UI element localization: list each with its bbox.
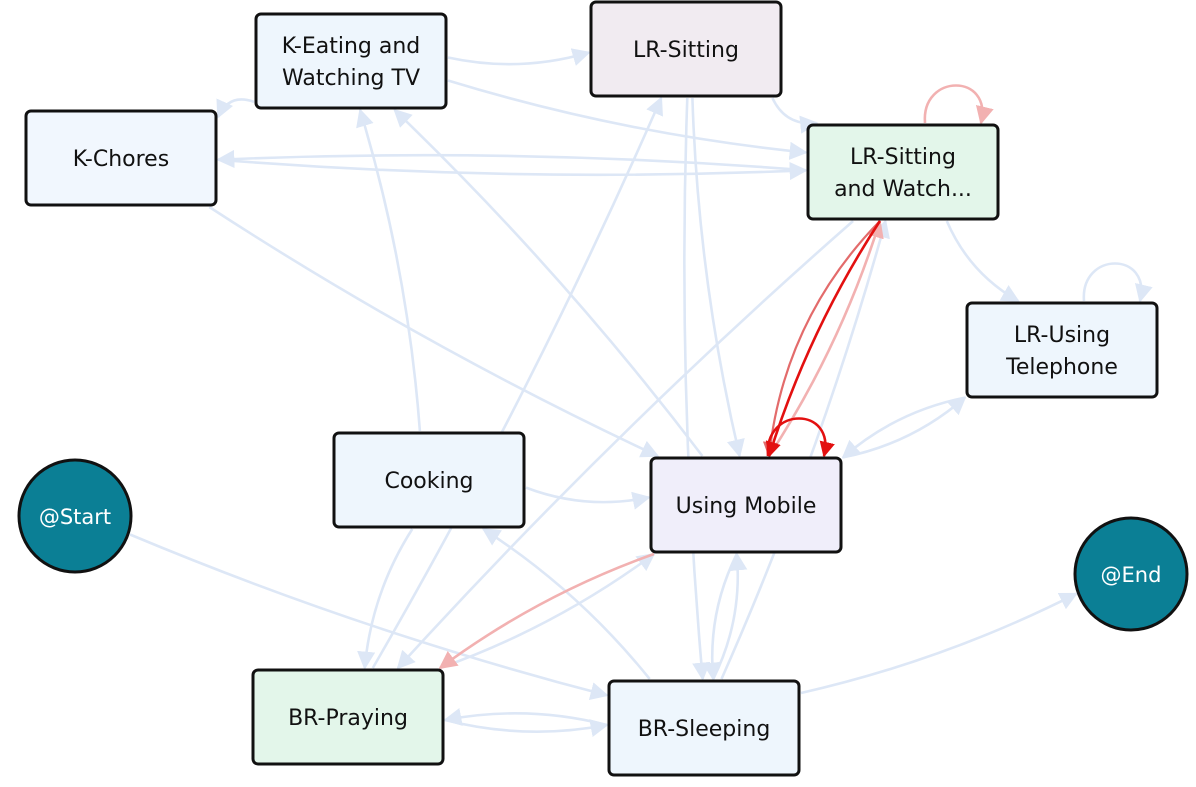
- edge-k_chores-to-using_mobile: [208, 205, 660, 458]
- node-using-mobile[interactable]: Using Mobile: [649, 456, 843, 554]
- k_chores-box: [24, 109, 218, 207]
- edge-lr_sitting-to-br_sleeping: [683, 97, 711, 681]
- edge-cooking-to-br_praying: [357, 528, 414, 670]
- lr_sitting-box: [589, 0, 783, 98]
- lr_sitting-label-line: LR-Sitting: [633, 38, 739, 63]
- edge-br_praying-to-br_sleeping: [444, 718, 609, 737]
- edge-br_sleeping-to-using_mobile: [712, 552, 748, 680]
- edge-k_eating-to-k_chores: [216, 98, 255, 119]
- k_chores-label-line: K-Chores: [73, 147, 169, 172]
- node-cooking[interactable]: Cooking: [332, 431, 526, 529]
- lr_telephone-label-line: Telephone: [1005, 355, 1118, 380]
- node-end[interactable]: @End: [1073, 516, 1189, 632]
- br_sleeping-box: [607, 679, 801, 777]
- edge-lr_sitting_watch-to-lr_sitting_watch: [923, 84, 994, 125]
- using_mobile-box: [649, 456, 843, 554]
- edge-lr_telephone-to-using_mobile: [841, 396, 966, 459]
- edge-k_chores-to-lr_sitting_watch: [217, 158, 808, 181]
- node-k-chores[interactable]: K-Chores: [24, 109, 218, 207]
- edge-br_praying-to-using_mobile: [439, 552, 656, 670]
- end-label: @End: [1101, 563, 1162, 587]
- cooking-label-line: Cooking: [384, 469, 473, 494]
- edge-lr_sitting_watch-to-using_mobile: [762, 220, 881, 458]
- edge-using_mobile-to-br_praying: [438, 552, 655, 670]
- br_praying-box: [251, 668, 445, 766]
- using_mobile-label-line: Using Mobile: [676, 494, 817, 519]
- edge-lr_sitting-to-using_mobile: [691, 97, 745, 458]
- edge-br_sleeping-to-cooking: [481, 527, 651, 680]
- k_eating-box: [254, 12, 448, 110]
- edge-br_sleeping-to-br_praying: [443, 708, 608, 727]
- start-label: @Start: [39, 505, 111, 529]
- edge-using_mobile-to-using_mobile: [766, 417, 835, 458]
- lr_sitting_watch-label-line: and Watch...: [834, 177, 972, 202]
- lr_telephone-box: [965, 301, 1159, 399]
- k_eating-label-line: K-Eating and: [282, 34, 420, 59]
- edge-k_eating-to-lr_sitting: [447, 48, 591, 66]
- br_praying-label-line: BR-Praying: [288, 706, 408, 731]
- lr_sitting_watch-label-line: LR-Sitting: [850, 145, 956, 170]
- node-br-praying[interactable]: BR-Praying: [251, 668, 445, 766]
- edge-using_mobile-to-lr_sitting_watch: [768, 219, 884, 457]
- start-circle: [17, 458, 133, 574]
- edge-cooking-to-using_mobile: [525, 486, 651, 510]
- edge-br_praying-to-lr_sitting: [371, 96, 663, 669]
- node-lr-sitting-watch[interactable]: LR-Sitting and Watch...: [806, 123, 1000, 221]
- br_sleeping-label-line: BR-Sleeping: [638, 717, 771, 742]
- edges-layer: [129, 48, 1153, 737]
- cooking-box: [332, 431, 526, 529]
- edge-cooking-to-k_eating: [356, 108, 422, 432]
- edge-start-to-br_sleeping: [129, 533, 609, 700]
- edge-using_mobile-to-k_eating: [393, 108, 704, 457]
- edge-lr_sitting_watch-to-br_praying: [396, 220, 854, 670]
- edge-lr_sitting-to-lr_sitting_watch: [771, 97, 819, 134]
- edge-lr_sitting_watch-to-k_chores: [216, 149, 807, 172]
- edge-lr_telephone-to-lr_telephone: [1082, 262, 1153, 303]
- node-start[interactable]: @Start: [17, 458, 133, 574]
- lr_sitting_watch-box: [806, 123, 1000, 221]
- edge-using_mobile-to-lr_telephone: [842, 396, 967, 459]
- edge-br_sleeping-to-lr_sitting_watch: [720, 219, 890, 680]
- node-br-sleeping[interactable]: BR-Sleeping: [607, 679, 801, 777]
- k_eating-label-line: Watching TV: [282, 66, 420, 91]
- end-circle: [1073, 516, 1189, 632]
- edge-br_sleeping-to-end: [800, 592, 1079, 695]
- lr_telephone-label-line: LR-Using: [1014, 323, 1110, 348]
- edge-k_eating-to-lr_sitting_watch: [447, 79, 808, 160]
- edge-lr_sitting_watch-to-lr_telephone: [945, 220, 1020, 303]
- node-lr-sitting[interactable]: LR-Sitting: [589, 0, 783, 98]
